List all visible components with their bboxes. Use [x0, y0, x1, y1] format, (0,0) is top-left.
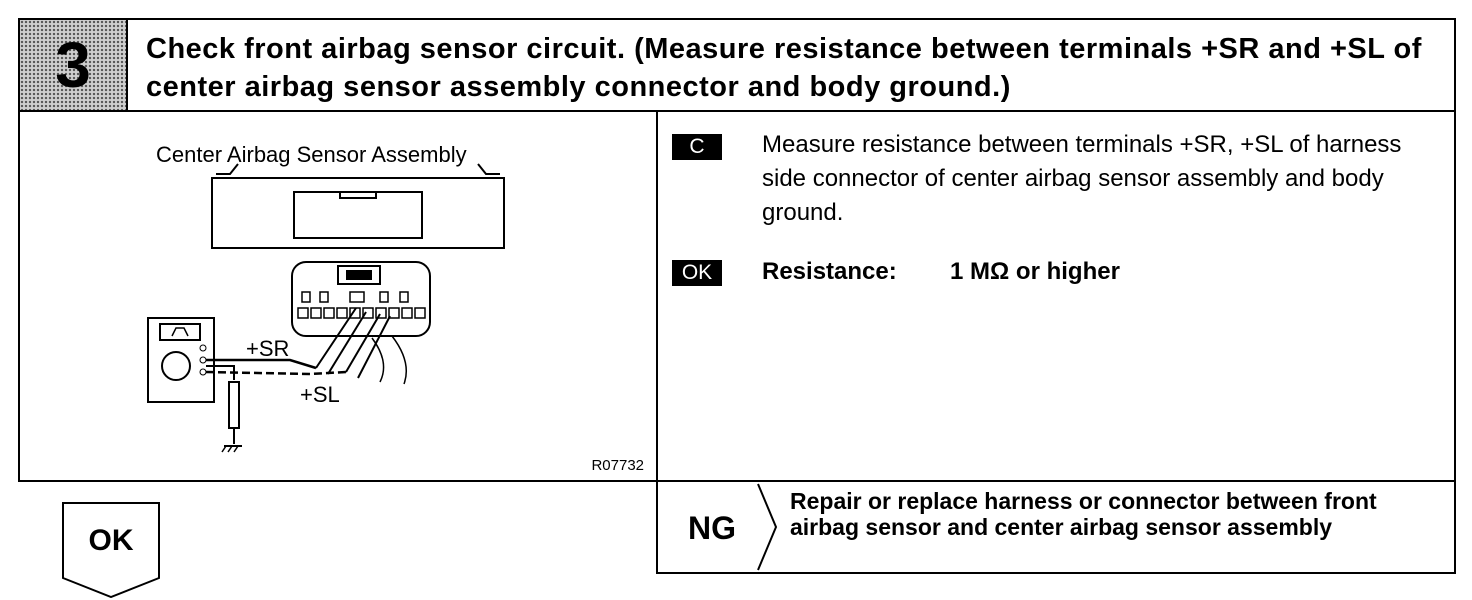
label-sl: +SL — [300, 382, 340, 407]
instruction-text: Measure resistance between terminals +SR… — [762, 131, 1402, 226]
spec-label: Resistance: — [762, 258, 897, 285]
ok-label: OK — [88, 524, 134, 557]
ng-text: Repair or replace harness or connector b… — [790, 488, 1377, 540]
ng-result-box: NG Repair or replace harness or connecto… — [656, 480, 1456, 574]
circuit-diagram: +SR +SL — [147, 163, 505, 453]
figure-code: R07732 — [591, 457, 644, 474]
ok-arrow: OK — [62, 502, 160, 598]
step-badge: 3 — [20, 20, 128, 110]
step-header: 3 Check front airbag sensor circuit. (Me… — [18, 18, 1456, 112]
spec-value: 1 MΩ or higher — [950, 258, 1120, 285]
figure-caption: Center Airbag Sensor Assembly — [156, 142, 467, 167]
connector-outline — [291, 261, 431, 337]
chevron-right-icon — [757, 483, 778, 571]
ok-tag: OK — [672, 260, 722, 286]
label-sr: +SR — [246, 336, 289, 361]
sensor-body-outline — [211, 177, 505, 249]
down-arrow-icon — [62, 502, 160, 598]
ohmmeter — [147, 317, 215, 403]
step-title: Check front airbag sensor circuit. (Meas… — [146, 33, 1422, 103]
condition-tag: C — [672, 134, 722, 160]
ng-label: NG — [688, 510, 736, 546]
instruction-panel: C Measure resistance between terminals +… — [656, 110, 1456, 482]
step-number: 3 — [55, 29, 91, 101]
figure-panel: Center Airbag Sensor Assembly — [18, 110, 658, 482]
